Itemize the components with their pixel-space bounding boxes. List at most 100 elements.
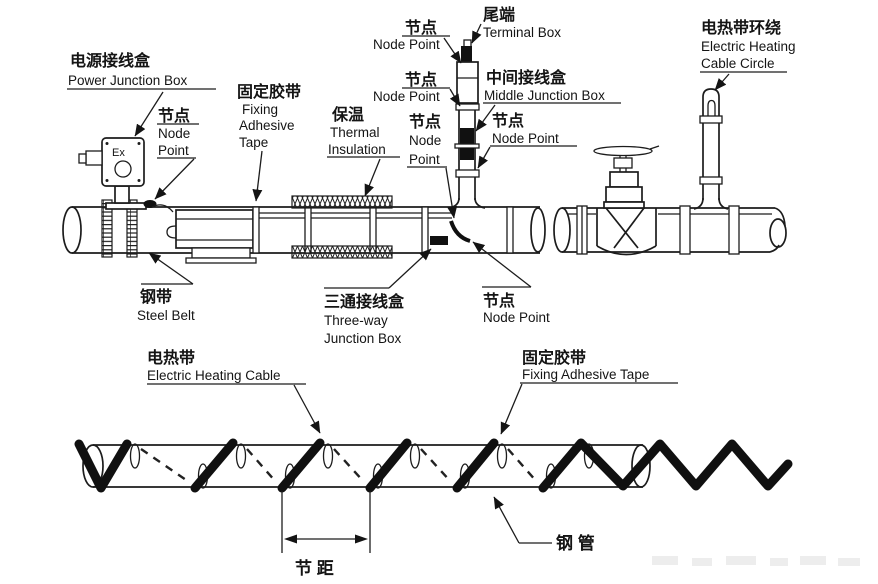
label-en: Node Point [373,89,440,104]
label-en: Tape [239,135,268,150]
label-en: Insulation [328,142,386,157]
leader-arrow [443,37,462,64]
artifact-blob [770,558,788,566]
leader-arrow [364,158,381,197]
insulation-band [291,245,393,259]
terminal-box-body [456,39,479,104]
wrap-loop [235,443,247,469]
junction-block [460,148,474,160]
label-fixing-adhesive-tape: 固定胶带 Fixing Adhesive Tape [237,82,301,202]
main-pipe-right [553,205,787,255]
leader-arrow [714,73,730,91]
branch-pipe-circle [693,88,729,210]
label-steel-pipe: 钢 管 [493,496,595,553]
steel-belt-band [126,199,138,258]
pitch-label: 节 距 [295,558,334,578]
valve-body-diagonal [613,207,645,249]
node-point-dot [143,200,174,213]
leader-arrow [388,248,432,289]
label-en: Adhesive [239,118,295,133]
leader-arrow [475,104,496,132]
wrap-loop [409,443,421,469]
pipe-end-cap [631,444,651,488]
leader-arrow [445,167,458,219]
label-en: Fixing [242,102,278,117]
cable-front-pass [277,438,325,493]
thermal-insulation-bands [291,195,393,259]
riser-ring [455,103,480,111]
junction-box-body [101,137,145,187]
heating-cable-spiral [74,438,793,493]
mount-plate [105,202,147,210]
leader-arrow [293,384,321,434]
back-pass [420,448,452,483]
node-cable-arc [449,220,471,243]
label-zh: 电热带 [147,348,195,367]
label-node-point-2: 节点 Node Point [373,18,462,64]
label-zh: 中间接线盒 [486,68,567,87]
spiral-detail-diagram: 节 距 电热带 Electric Heating Cable 固定胶带 Fixi… [74,348,860,578]
artifact-blob [652,556,678,565]
branch-flare [718,197,729,210]
label-en: Thermal [330,125,380,140]
label-zh: 电源接线盒 [70,51,151,70]
tape-ring [728,205,740,255]
label-en: Point [158,143,189,158]
artifact-blob [692,558,712,566]
insulation-band [291,195,393,209]
branch-flare [693,197,704,210]
label-zh: 三通接线盒 [324,292,405,311]
label-en: Fixing Adhesive Tape [522,367,649,382]
terminal-stub [463,39,472,48]
artifact-blob [838,558,860,566]
leader-arrow [154,158,195,200]
terminal-housing [456,61,479,104]
label-middle-junction-box: 中间接线盒 Middle Junction Box [475,68,621,132]
label-en: Cable Circle [701,56,775,71]
power-junction-box: Ex [78,137,147,210]
label-en: Point [409,152,440,167]
label-en: Node Point [483,310,550,325]
leader-arrow [493,496,520,544]
screw [105,142,109,145]
heating-cable-run [253,212,452,219]
pitch-dimension: 节 距 [281,491,371,578]
label-thermal-insulation: 保温 Thermal Insulation [327,105,400,197]
pipe-end-cap [553,207,571,253]
valve [593,145,660,256]
pipe-end-curve [769,244,780,253]
artifact-blob [800,556,826,565]
label-power-junction-box: 电源接线盒 Power Junction Box [67,51,216,137]
channel-body [175,209,254,249]
cable-front-pass [452,438,499,493]
screw [105,179,109,182]
leader-arrow [449,88,461,107]
cable-front-pass [74,439,132,493]
side-connector [85,150,103,166]
node-cable-curve [151,204,174,213]
label-zh: 固定胶带 [237,82,301,101]
box-circle [114,160,132,178]
label-steel-belt: 钢带 Steel Belt [137,252,195,323]
valve-plate [603,201,645,209]
dimension-arrowhead [284,534,297,544]
valve-bonnet [605,186,643,203]
label-en: Electric Heating [701,39,796,54]
leader-arrow [148,252,194,285]
valve-bonnet [609,171,639,188]
leader-arrow [134,91,164,137]
label-en: Terminal Box [483,25,561,40]
label-zh: 电热带环绕 [701,18,781,37]
installation-diagram: Ex [62,5,796,346]
label-three-way-junction-box: 三通接线盒 Three-way Junction Box [324,248,432,346]
riser-flare [474,197,486,209]
branch-ring [699,115,723,124]
label-heating-cable-circle: 电热带环绕 Electric Heating Cable Circle [700,18,796,91]
label-en: Node Point [492,131,559,146]
cable-zigzag-tail [538,438,793,493]
label-zh: 节点 [405,70,437,89]
cable-back-passes [140,448,538,483]
ex-marking: Ex [112,147,125,159]
wrap-loop [129,443,141,469]
